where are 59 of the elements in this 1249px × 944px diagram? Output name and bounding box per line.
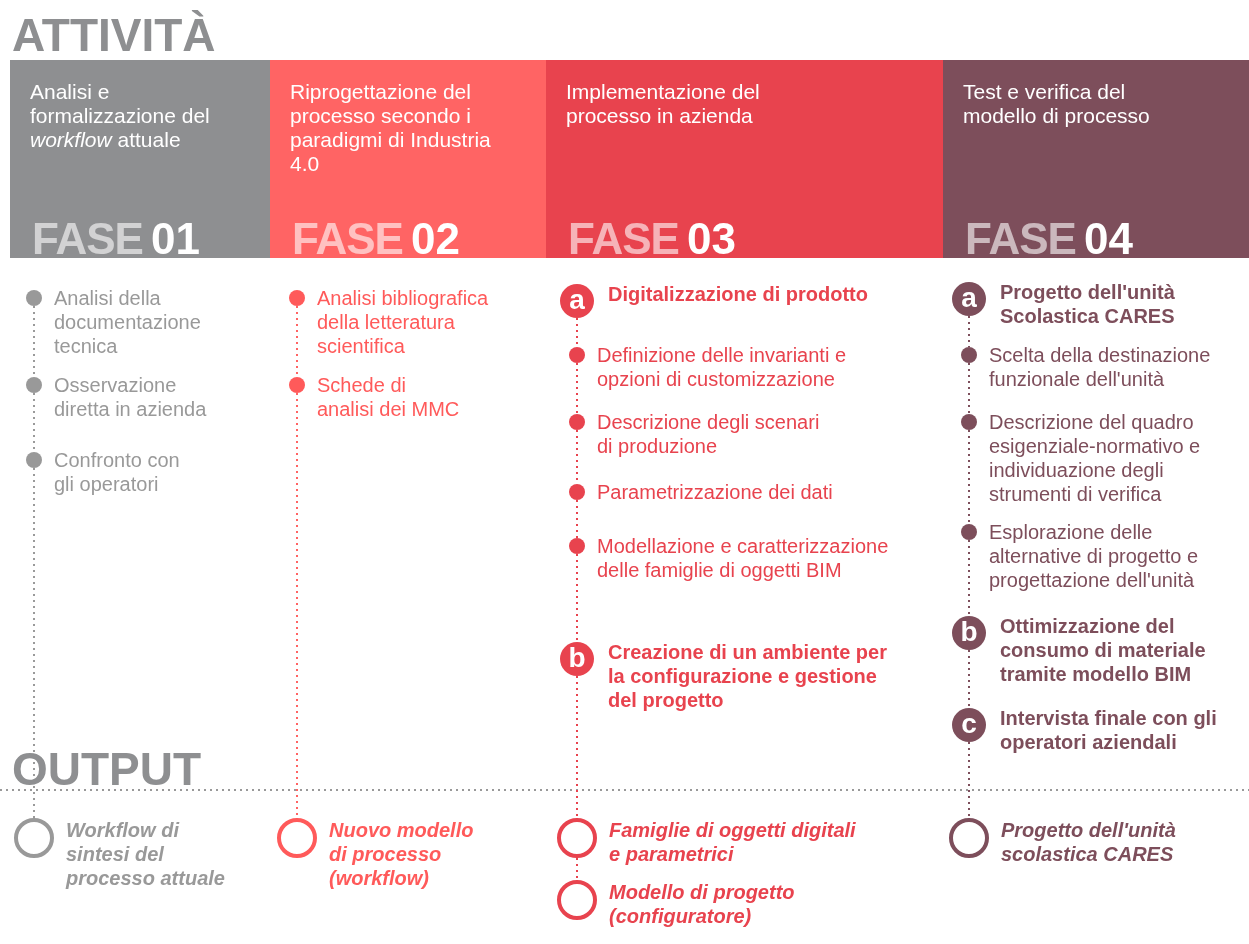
phase-description: Analisi e formalizzazione del workflow attuale <box>30 80 211 152</box>
phase-header <box>10 60 270 258</box>
item-text: Esplorazione delle alternative di progetto e progettazione dell'unità <box>989 520 1200 592</box>
phase-word: FASE <box>32 214 143 264</box>
output-item <box>557 818 859 866</box>
phase-header <box>943 60 1249 258</box>
output-text: Progetto dell'unità scolastica CARES <box>1001 818 1177 866</box>
phase-number: 02 <box>410 214 460 264</box>
item-text: Analisi della documentazione tecnica <box>54 286 202 358</box>
phase-word: FASE <box>292 214 403 264</box>
step-badge: c <box>952 708 986 742</box>
section-heading: OUTPUT <box>12 742 202 796</box>
output-text: Workflow di sintesi del processo attuale <box>66 818 226 890</box>
phase-description: Riprogettazione del processo secondo i paradigmi di Industria 4.0 <box>290 80 492 176</box>
dotted-connector <box>576 857 578 881</box>
dotted-connector <box>576 553 578 643</box>
item-text: Definizione delle invarianti e opzioni di customizzazione <box>597 343 848 391</box>
item-text: Descrizione del quadro esigenziale-normativo e individuazione degli strumenti di verifica <box>989 410 1202 506</box>
item-text: Analisi bibliografica della letteratura scientifica <box>317 286 490 358</box>
step-badge: a <box>952 282 986 316</box>
phase-header <box>270 60 546 258</box>
item-text: Confronto con gli operatori <box>54 448 181 496</box>
phase-number: 04 <box>1083 214 1133 264</box>
step-badge: b <box>952 616 986 650</box>
phase-word: FASE <box>568 214 679 264</box>
step-badge: a <box>560 284 594 318</box>
step-item <box>560 642 888 712</box>
phase-word: FASE <box>965 214 1076 264</box>
step-heading: Intervista finale con gli operatori aziendali <box>1000 706 1218 754</box>
dotted-connector <box>968 315 970 348</box>
item-text: Modellazione e caratterizzazione delle famiglie di oggetti BIM <box>597 534 890 582</box>
item-text: Osservazione diretta in azienda <box>54 373 208 421</box>
dotted-connector <box>968 362 970 415</box>
step-heading: Progetto dell'unità Scolastica CARES <box>1000 280 1176 328</box>
item-text: Scelta della destinazione funzionale dell'unità <box>989 343 1212 391</box>
phase-number: 01 <box>150 214 200 264</box>
step-heading: Digitalizzazione di prodotto <box>608 282 869 306</box>
output-text: Modello di progetto (configuratore) <box>609 880 796 928</box>
dotted-connector <box>576 675 578 819</box>
phase-description: Test e verifica del modello di processo <box>963 80 1151 128</box>
step-heading: Ottimizzazione del consumo di materiale tramite modello BIM <box>1000 614 1207 686</box>
item-text: Parametrizzazione dei dati <box>597 480 834 504</box>
output-text: Famiglie di oggetti digitali e parametrici <box>609 818 857 866</box>
step-heading: Creazione di un ambiente per la configurazione e gestione del progetto <box>608 640 888 712</box>
dotted-connector <box>576 499 578 539</box>
dotted-connector <box>968 539 970 617</box>
step-badge: b <box>560 642 594 676</box>
section-heading: ATTIVITÀ <box>12 8 216 62</box>
phase-header <box>546 60 943 258</box>
item-text: Descrizione degli scenari di produzione <box>597 410 821 458</box>
phase-description: Implementazione del processo in azienda <box>566 80 761 128</box>
dotted-connector <box>576 362 578 415</box>
dotted-connector <box>968 429 970 525</box>
dotted-connector <box>968 649 970 709</box>
item-text: Schede di analisi dei MMC <box>317 373 461 421</box>
phase-number: 03 <box>686 214 736 264</box>
dotted-connector <box>968 741 970 819</box>
dotted-connector <box>33 467 35 819</box>
output-text: Nuovo modello di processo (workflow) <box>329 818 475 890</box>
